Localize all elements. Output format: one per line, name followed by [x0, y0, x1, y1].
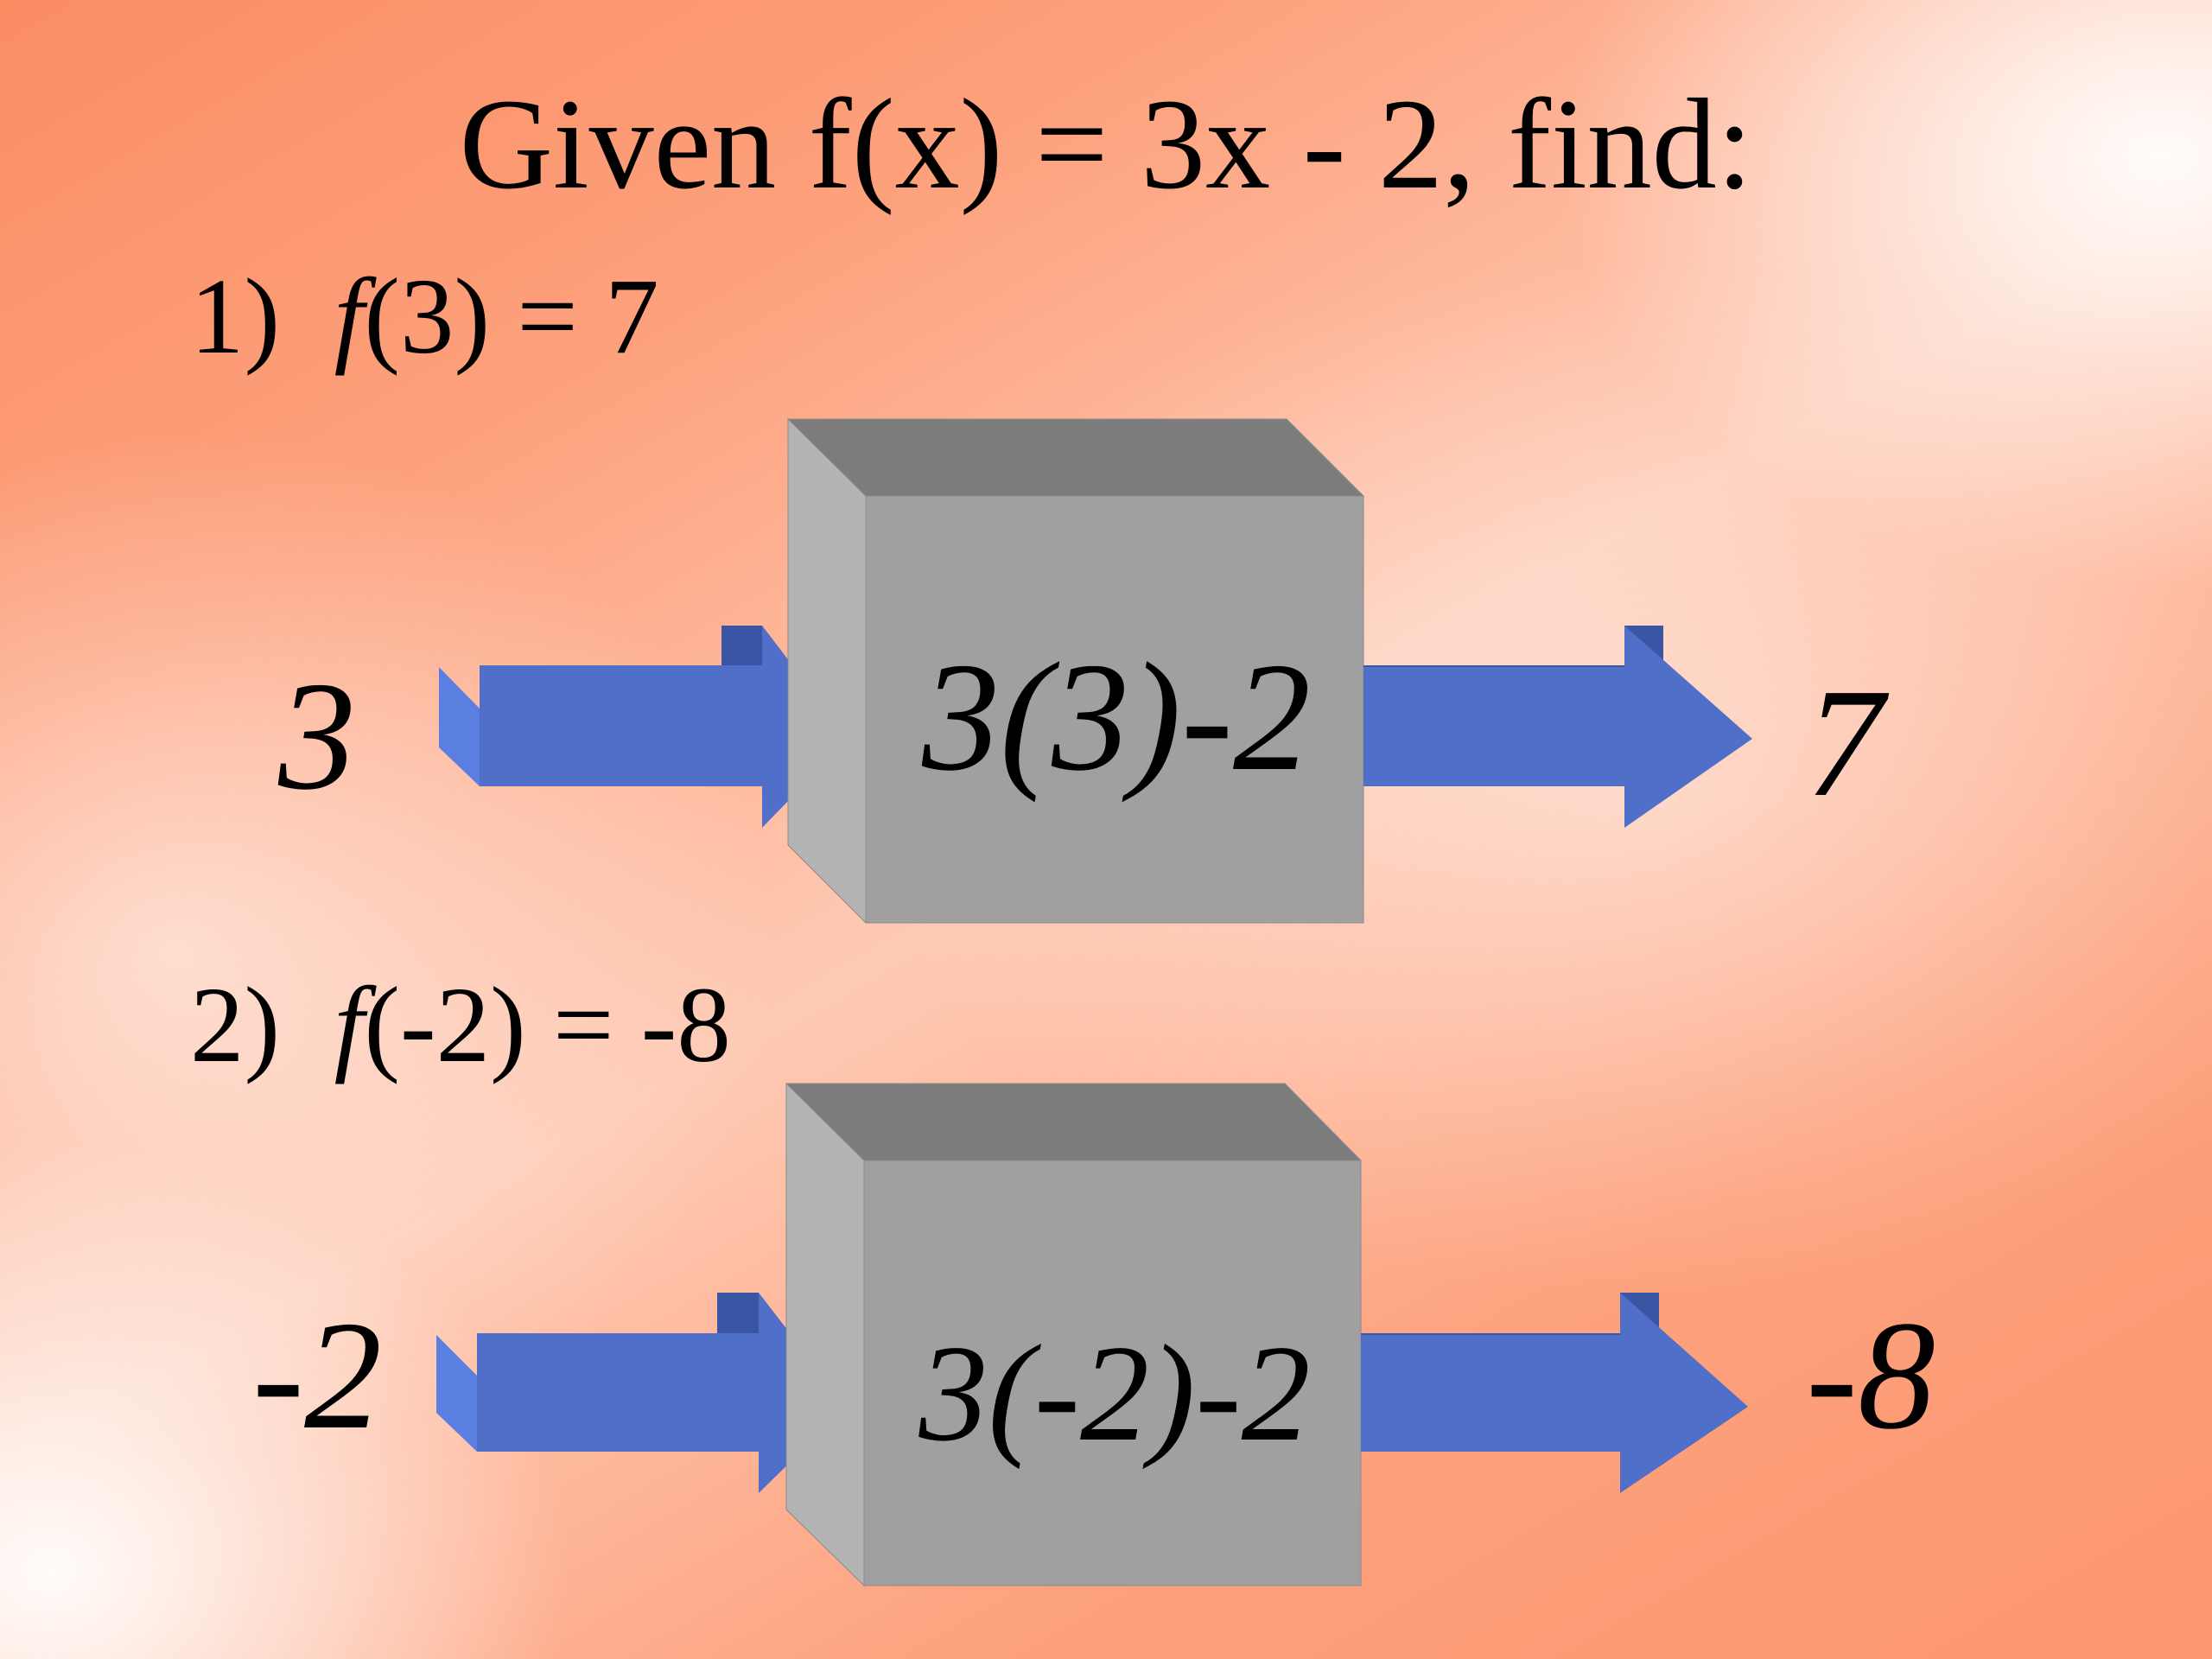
output-arrow: [1361, 1293, 1748, 1493]
machine-expression: 3(-2)-2: [918, 1316, 1311, 1470]
question-number: 2): [190, 966, 281, 1085]
function-machine-2: -2 3(-2)-2 -8: [0, 1071, 2212, 1607]
output-arrow: [1363, 626, 1752, 828]
machine-graphic: [436, 1082, 1748, 1587]
input-arrow: [439, 626, 849, 828]
function-name: f: [334, 257, 365, 377]
question-2: 2) f(-2) = -8: [190, 972, 731, 1080]
function-box: [785, 1082, 1363, 1587]
question-argument: (-2) = -8: [364, 966, 731, 1085]
question-argument: (3) = 7: [364, 257, 659, 377]
input-value: -2: [252, 1289, 382, 1461]
machine-expression: 3(3)-2: [922, 631, 1311, 803]
machine-graphic: [439, 417, 1752, 925]
function-name: f: [334, 966, 365, 1085]
input-value: 3: [278, 650, 356, 822]
function-box: [786, 417, 1365, 925]
output-value: -8: [1806, 1289, 1936, 1461]
function-machine-1: 3 3(3)-2 7: [0, 406, 2212, 942]
question-1: 1) f(3) = 7: [190, 264, 659, 372]
question-number: 1): [190, 257, 281, 377]
output-value: 7: [1806, 657, 1884, 829]
input-arrow: [436, 1293, 847, 1493]
slide-title: Given f(x) = 3x - 2, find:: [459, 73, 1753, 216]
